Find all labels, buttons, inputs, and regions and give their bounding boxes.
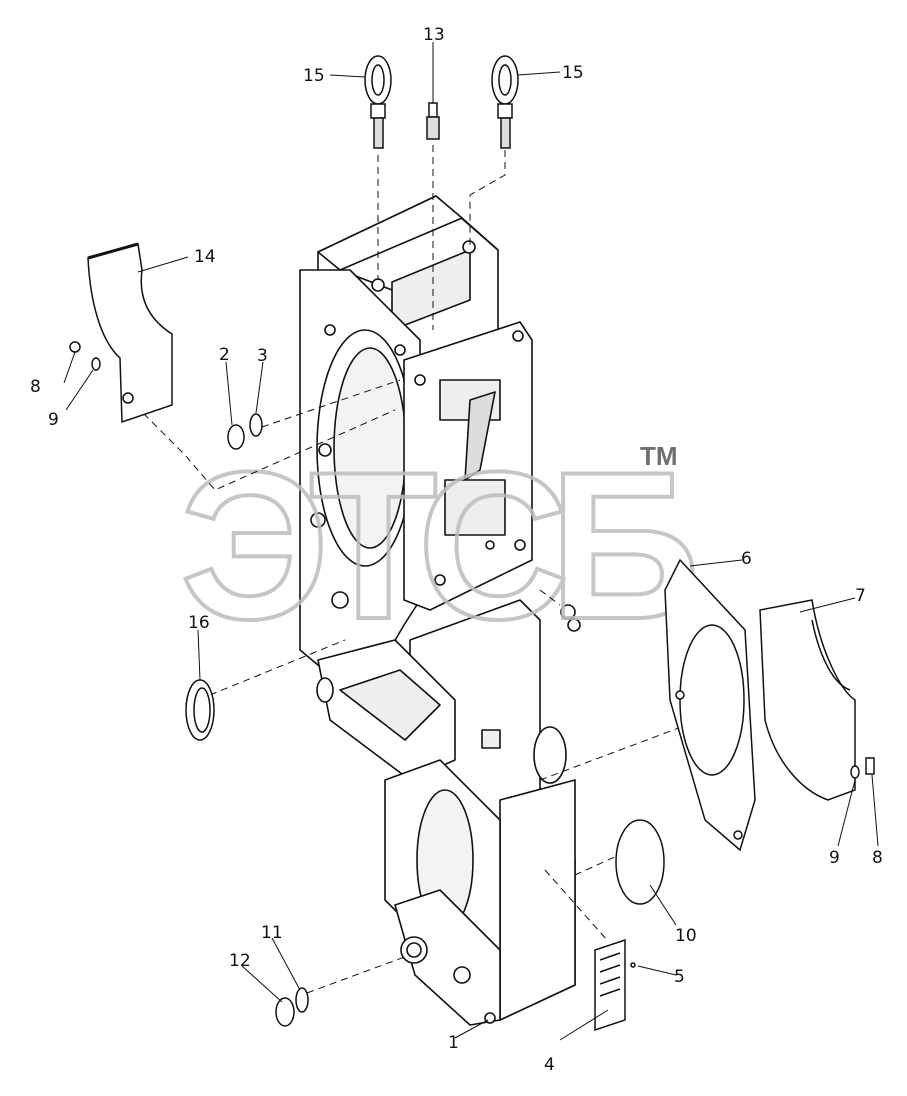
callout-labels: 1 2 3 4 5 6 7 8 8 9 9 10 11 12 13 14 15 … (30, 25, 883, 1075)
callout-1: 1 (448, 1033, 459, 1053)
housing (299, 195, 581, 1026)
callout-15-left: 15 (303, 66, 325, 86)
callout-15-right: 15 (562, 63, 584, 83)
watermark: Э Т С Б TM (178, 426, 702, 665)
gasket-6 (664, 558, 756, 852)
nameplate-4 (594, 938, 626, 1032)
callout-2: 2 (219, 345, 230, 365)
watermark-text: Э Т С Б (180, 428, 700, 663)
washer-right (850, 765, 860, 779)
callout-14: 14 (194, 247, 216, 267)
callout-5: 5 (674, 967, 685, 987)
bolt-right (865, 757, 875, 775)
callout-11: 11 (261, 923, 283, 943)
leader-lines (63, 42, 879, 1041)
shell-cover-left (87, 242, 173, 424)
plug-12 (275, 997, 295, 1027)
watermark-tm: TM (640, 441, 678, 471)
callout-6: 6 (741, 549, 752, 569)
oring-3 (249, 413, 263, 437)
callout-12: 12 (229, 951, 251, 971)
shell-cover-right (759, 599, 856, 801)
rivet-5 (630, 962, 636, 968)
callout-9-left: 9 (48, 410, 59, 430)
callout-13: 13 (423, 25, 445, 45)
plug-2 (227, 424, 245, 450)
cap-10 (615, 819, 665, 905)
bolt-left (69, 341, 81, 353)
eye-bolt-right (491, 55, 519, 149)
small-parts (69, 55, 875, 1032)
callout-7: 7 (855, 586, 866, 606)
washer-left (91, 357, 101, 371)
breather (426, 102, 440, 140)
callout-4: 4 (544, 1055, 555, 1075)
callout-16: 16 (188, 613, 210, 633)
callout-8-left: 8 (30, 377, 41, 397)
eye-bolt-left (364, 55, 392, 149)
callout-8-right: 8 (872, 848, 883, 868)
oring-11 (295, 987, 309, 1013)
callout-10: 10 (675, 926, 697, 946)
callout-3: 3 (257, 346, 268, 366)
callout-9-right: 9 (829, 848, 840, 868)
